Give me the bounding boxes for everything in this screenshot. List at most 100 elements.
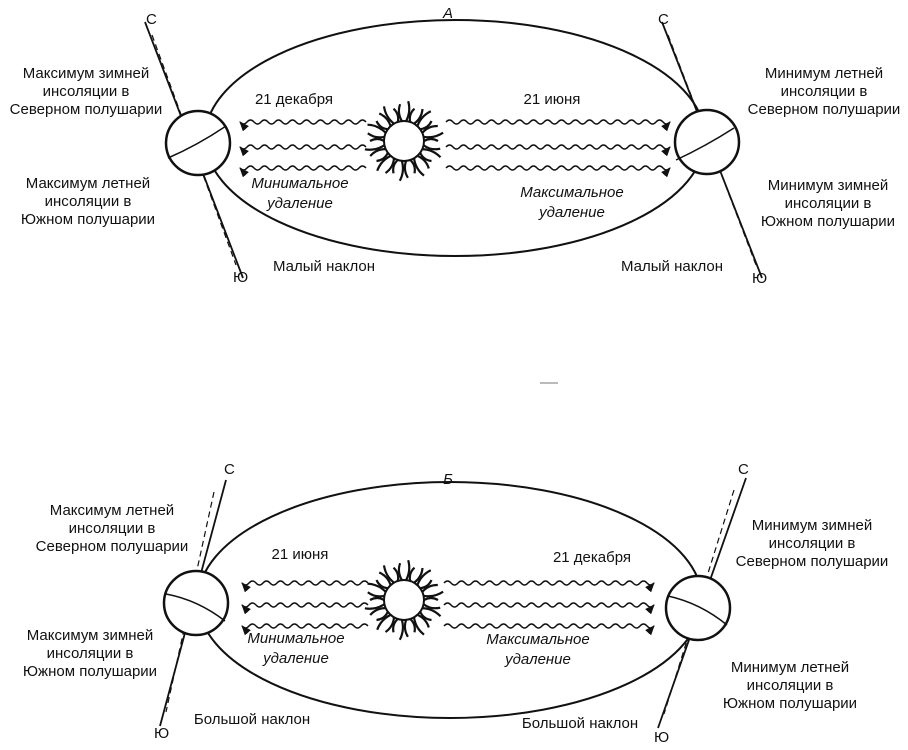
orbit-normal [663,489,735,715]
date-left: 21 декабря [255,91,333,108]
panel-letter-a: А [442,5,453,22]
radiation-wave [445,119,671,132]
sun-ray [423,137,439,142]
sun-ray [408,566,416,582]
radiation-wave [241,602,369,615]
sun-ray [408,107,416,123]
earth-left-b [159,479,230,727]
sun-icon [364,100,444,182]
sun-ray [412,617,425,636]
note-left-top-1: Максимум летней [50,502,174,519]
tilt-label-left: Малый наклон [273,258,375,275]
radiation-wave [239,119,367,132]
min-distance-line1: Минимальное [251,175,348,192]
sun-ray [367,123,387,134]
sun-ray [422,148,442,159]
note-right-bottom-2: инсоляции в [747,677,834,694]
sun-ray [413,567,424,584]
sun-ray [384,617,396,633]
sun-ray [369,596,385,601]
north-label: С [146,11,157,28]
sun-ray [423,596,439,601]
note-left-top-2: инсоляции в [43,83,130,100]
panel-letter-b: Б [443,471,453,488]
note-left-top-1: Максимум зимней [23,65,149,82]
sun-ray [405,100,411,122]
note-right-top-2: инсоляции в [769,535,856,552]
sun-ray [397,103,403,122]
sun-ray [392,566,400,582]
sun-ray [416,110,432,127]
sun-ray [419,611,432,622]
radiation-wave [443,623,655,636]
sun-icon [364,559,444,641]
min-distance-line2: удаление [266,195,333,212]
sun-ray [409,159,416,174]
sun-ray [382,565,395,584]
max-distance-line1: Максимальное [520,184,624,201]
sun-ray [423,590,444,598]
tilt-label-right: Большой наклон [522,715,638,732]
terminator-line [667,595,728,626]
sun-disc [383,579,425,621]
sun-ray [382,106,395,125]
earth-icon [664,574,732,642]
sun-ray [369,137,385,142]
sun-ray [369,606,386,616]
sun-ray [422,603,441,610]
sun-ray [412,158,425,177]
earth-right-b [657,477,747,729]
sun-ray [376,613,392,631]
terminator-line [165,593,226,622]
note-right-bottom-2: инсоляции в [785,195,872,212]
south-label: Ю [752,270,767,287]
radiation-wave [241,580,369,593]
max-distance-line1: Максимальное [486,631,590,648]
note-right-bottom-3: Южном полушарии [761,213,895,230]
sun-ray [376,152,389,163]
sun-ray [398,160,405,182]
sun-ray [416,613,430,628]
radiation-wave [443,580,655,593]
sun-ray [422,607,442,618]
note-left-bottom-2: инсоляции в [47,645,134,662]
sun-ray [419,152,432,163]
sun-ray [392,107,400,123]
sun-ray [397,562,403,581]
sun-ray [364,603,386,610]
sun-ray [421,583,438,593]
radiation-lines [239,119,671,178]
earth-icon [673,108,741,176]
note-right-bottom-1: Минимум летней [731,659,849,676]
earth-right-a [661,21,763,279]
sun-ray [367,132,385,139]
sun-ray [367,591,385,598]
sun-ray [423,131,444,139]
note-left-bottom-1: Максимум зимней [27,627,153,644]
sun-ray [367,582,387,593]
earth-left-a [144,21,244,279]
note-right-bottom-3: Южном полушарии [723,695,857,712]
note-right-top-2: инсоляции в [781,83,868,100]
tilt-label-left: Большой наклон [194,711,310,728]
radiation-wave [239,144,367,157]
sun-ray [392,618,399,633]
sun-ray [375,120,388,131]
sun-ray [384,158,396,174]
orbit-a [204,19,706,257]
sun-ray [416,569,432,586]
note-right-top-3: Северном полушарии [736,553,889,570]
date-left: 21 июня [272,546,329,563]
sun-ray [420,120,433,131]
south-label: Ю [233,269,248,286]
note-left-top-3: Северном полушарии [10,101,163,118]
terminator-line [167,125,227,159]
sun-ray [376,154,392,172]
panel-a: А С Ю С Ю 21 декабря 21 июня Минимальное [10,5,901,287]
note-right-top-1: Минимум зимней [752,517,872,534]
min-distance-line1: Минимальное [247,630,344,647]
date-right: 21 июня [524,91,581,108]
sun-ray [392,159,399,174]
note-left-bottom-3: Южном полушарии [23,663,157,680]
